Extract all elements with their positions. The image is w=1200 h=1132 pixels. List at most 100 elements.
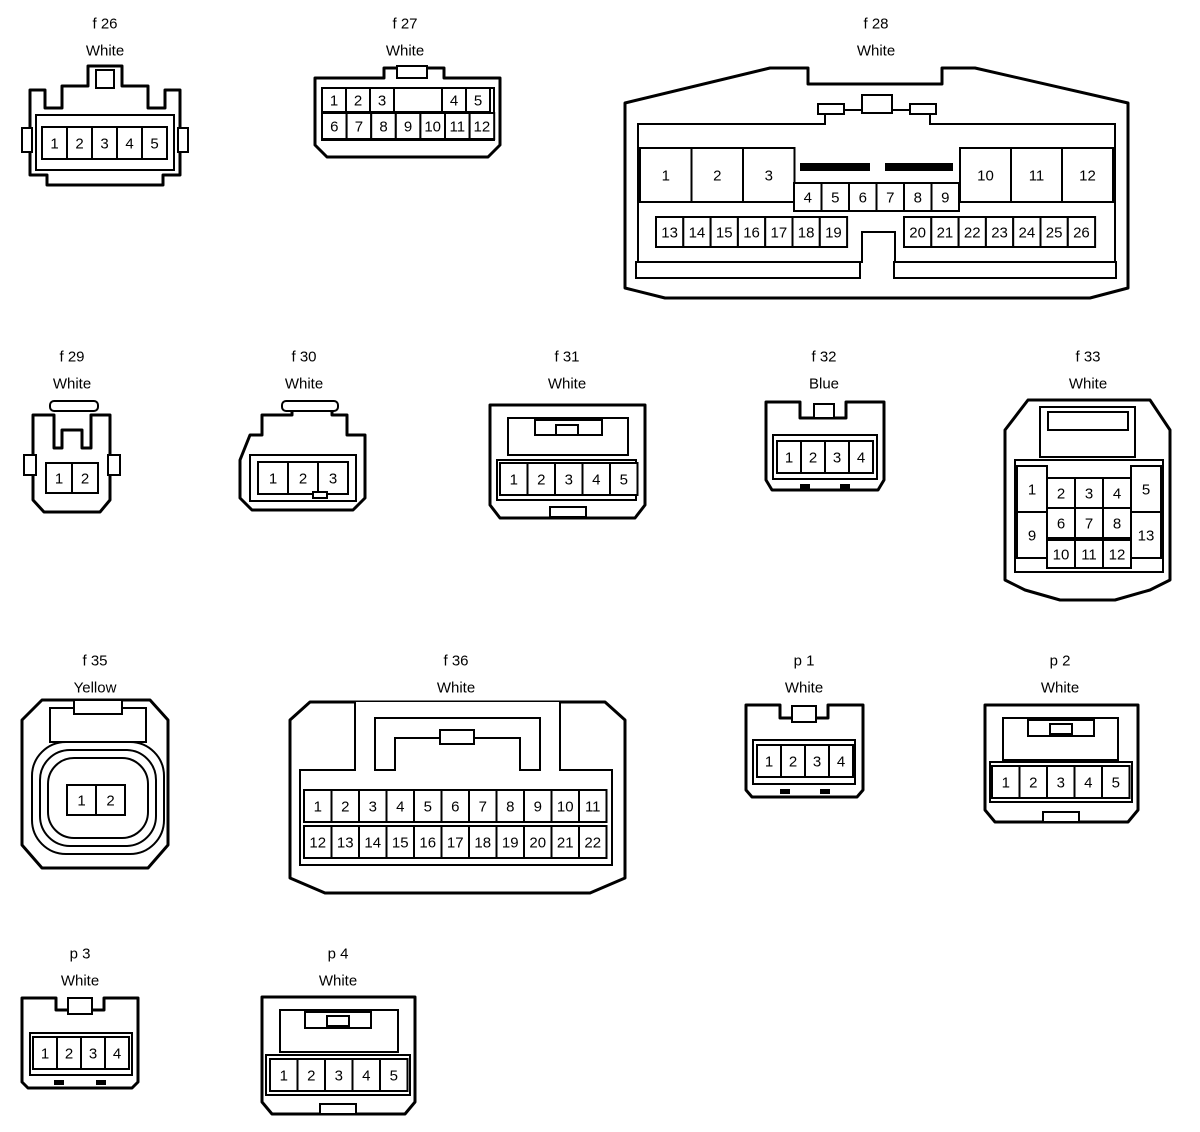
housing-part <box>73 699 123 715</box>
housing-part <box>23 454 37 476</box>
pin-cavity <box>303 825 333 859</box>
pin-cavity <box>66 784 97 816</box>
pin-cavity <box>1130 511 1162 559</box>
pin-cavity <box>554 462 584 496</box>
connector-code-label: p 2 <box>1050 653 1071 670</box>
housing-part <box>95 69 115 89</box>
housing-part <box>312 491 328 499</box>
pin-cavity <box>709 216 739 248</box>
pin-number: 3 <box>565 472 573 489</box>
pin-number: 1 <box>1028 482 1036 499</box>
pin-cavity <box>351 1058 381 1092</box>
connector-code-label: f 36 <box>443 653 468 670</box>
pin-number: 4 <box>450 93 458 110</box>
pin-cavity <box>394 112 422 140</box>
pin-number: 22 <box>964 225 981 242</box>
housing-part <box>54 1080 64 1085</box>
pin-number: 5 <box>831 190 839 207</box>
pin-number: 6 <box>451 799 459 816</box>
pin-cavity <box>91 126 118 160</box>
pin-number: 1 <box>55 471 63 488</box>
pin-number: 4 <box>125 136 133 153</box>
pin-cavity <box>1102 477 1132 509</box>
pin-number: 6 <box>330 119 338 136</box>
connector-code-label: f 26 <box>92 16 117 33</box>
housing-outline <box>374 717 541 771</box>
pin-number: 15 <box>716 225 733 242</box>
housing-part <box>813 403 835 419</box>
pin-number: 10 <box>977 168 994 185</box>
pin-number: 20 <box>909 225 926 242</box>
pin-cavity <box>317 461 349 495</box>
connector-color-label: White <box>86 43 124 60</box>
pin-number: 1 <box>280 1068 288 1085</box>
pin-number: 11 <box>1081 547 1097 564</box>
pin-number: 5 <box>1142 482 1150 499</box>
pin-cavity <box>1130 465 1162 513</box>
pin-number: 5 <box>390 1068 398 1085</box>
pin-cavity <box>303 789 333 823</box>
pin-cavity <box>104 1036 130 1070</box>
pin-number: 2 <box>354 93 362 110</box>
pin-number: 4 <box>396 799 404 816</box>
connector-code-label: f 32 <box>811 349 836 366</box>
pin-number: 2 <box>106 793 114 810</box>
housing-part <box>396 65 428 79</box>
pin-cavity <box>828 744 854 778</box>
pin-number: 2 <box>65 1046 73 1063</box>
pin-number: 10 <box>557 799 574 816</box>
pin-number: 19 <box>825 225 842 242</box>
housing-part <box>326 1015 350 1027</box>
housing-part <box>439 729 475 745</box>
pin-cavity <box>639 147 693 203</box>
pin-number: 3 <box>833 450 841 467</box>
pin-cavity <box>609 462 639 496</box>
connector-color-label: White <box>857 43 895 60</box>
pin-number: 7 <box>1085 516 1093 533</box>
pin-number: 16 <box>743 225 760 242</box>
pin-cavity <box>848 440 874 474</box>
connector-color-label: White <box>437 680 475 697</box>
housing-part <box>1049 723 1073 735</box>
pin-number: 2 <box>713 168 721 185</box>
housing-part <box>555 424 579 436</box>
pin-cavity <box>330 789 360 823</box>
housing-part <box>549 506 587 518</box>
pin-cavity <box>370 112 397 140</box>
pin-cavity <box>468 112 496 140</box>
connector-color-label: White <box>548 376 586 393</box>
pin-number: 4 <box>837 754 845 771</box>
pin-number: 24 <box>1019 225 1036 242</box>
pin-cavity <box>80 1036 106 1070</box>
pin-cavity <box>369 87 395 113</box>
pin-number: 1 <box>1002 775 1010 792</box>
pin-number: 8 <box>1113 516 1121 533</box>
pin-cavity <box>1046 765 1076 799</box>
pin-cavity <box>321 112 348 140</box>
pin-cavity <box>820 182 850 212</box>
pin-number: 1 <box>785 450 793 467</box>
pin-number: 10 <box>1053 547 1070 564</box>
housing-part <box>840 484 850 489</box>
pin-number: 12 <box>474 119 491 136</box>
pin-cavity <box>499 462 529 496</box>
connector-color-label: White <box>61 973 99 990</box>
pin-cavity <box>1102 539 1132 569</box>
pin-number: 11 <box>585 799 601 816</box>
pin-cavity <box>358 825 388 859</box>
pin-number: 3 <box>1085 486 1093 503</box>
connector-color-label: White <box>1069 376 1107 393</box>
pin-number: 9 <box>1028 528 1036 545</box>
pin-number: 5 <box>620 472 628 489</box>
pin-cavity <box>45 462 73 494</box>
housing-part <box>107 454 121 476</box>
pin-number: 11 <box>450 119 466 136</box>
pin-cavity <box>287 461 319 495</box>
pin-cavity <box>71 462 99 494</box>
